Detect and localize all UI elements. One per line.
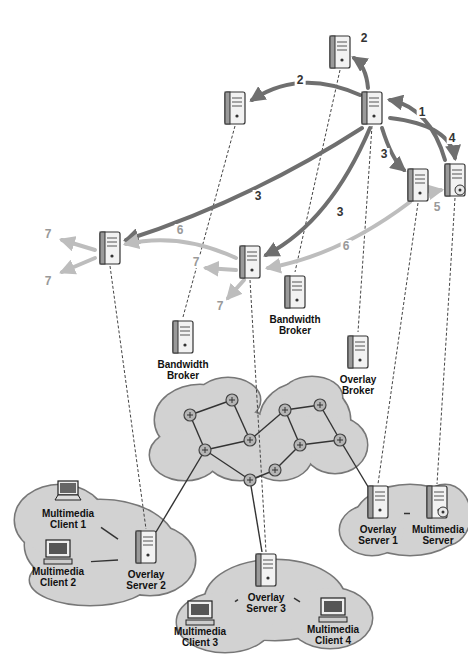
link-line bbox=[294, 598, 300, 602]
callout-number: 7 bbox=[43, 228, 54, 240]
callout-number: 3 bbox=[253, 190, 264, 202]
link-line bbox=[404, 513, 410, 515]
callout-number: 2 bbox=[295, 74, 306, 86]
node-label: Bandwidth Broker bbox=[152, 359, 214, 381]
callout-number: 1 bbox=[417, 106, 428, 118]
callout-number: 6 bbox=[175, 224, 186, 236]
client-device: Multimedia Client 4 bbox=[300, 596, 366, 647]
overlay-server: Overlay Server 2 bbox=[118, 525, 174, 592]
callout-number: 7 bbox=[215, 300, 226, 312]
node-label: Multimedia Client 1 bbox=[37, 508, 99, 530]
node-label: Overlay Broker bbox=[332, 374, 384, 396]
client-desktop: Multimedia Client 2 bbox=[25, 538, 91, 589]
callout-number: 3 bbox=[335, 206, 346, 218]
link-line bbox=[235, 600, 238, 602]
callout-number: 6 bbox=[341, 240, 352, 252]
link-line bbox=[91, 560, 118, 562]
node-label: Overlay Server 2 bbox=[120, 569, 172, 591]
callout-number: 7 bbox=[191, 256, 202, 268]
broker-server: Bandwidth Broker bbox=[150, 315, 216, 382]
media-server: Multimedia Server bbox=[410, 480, 466, 547]
node-label: Overlay Server 1 bbox=[354, 524, 402, 546]
link-line bbox=[101, 527, 118, 539]
callout-number: 5 bbox=[432, 201, 443, 213]
callout-number: 7 bbox=[43, 275, 54, 287]
overlay-server: Overlay Server 3 bbox=[238, 548, 294, 615]
client-laptop: Multimedia Client 1 bbox=[35, 478, 101, 531]
overlay-server: Overlay Server 1 bbox=[352, 480, 404, 547]
node-label: Multimedia Client 3 bbox=[167, 626, 233, 648]
callout-number: 3 bbox=[379, 148, 390, 160]
broker-server: Overlay Broker bbox=[330, 330, 386, 397]
broker-server: Bandwidth Broker bbox=[264, 270, 326, 337]
node-label: Multimedia Client 4 bbox=[302, 624, 364, 646]
node-label: Overlay Server 3 bbox=[240, 592, 292, 614]
callout-number: 2 bbox=[359, 32, 370, 44]
node-label: Multimedia Server bbox=[412, 524, 464, 546]
client-desktop: Multimedia Client 3 bbox=[165, 600, 235, 649]
callout-number: 4 bbox=[447, 132, 458, 144]
node-label: Multimedia Client 2 bbox=[27, 566, 89, 588]
node-label: Bandwidth Broker bbox=[266, 314, 324, 336]
